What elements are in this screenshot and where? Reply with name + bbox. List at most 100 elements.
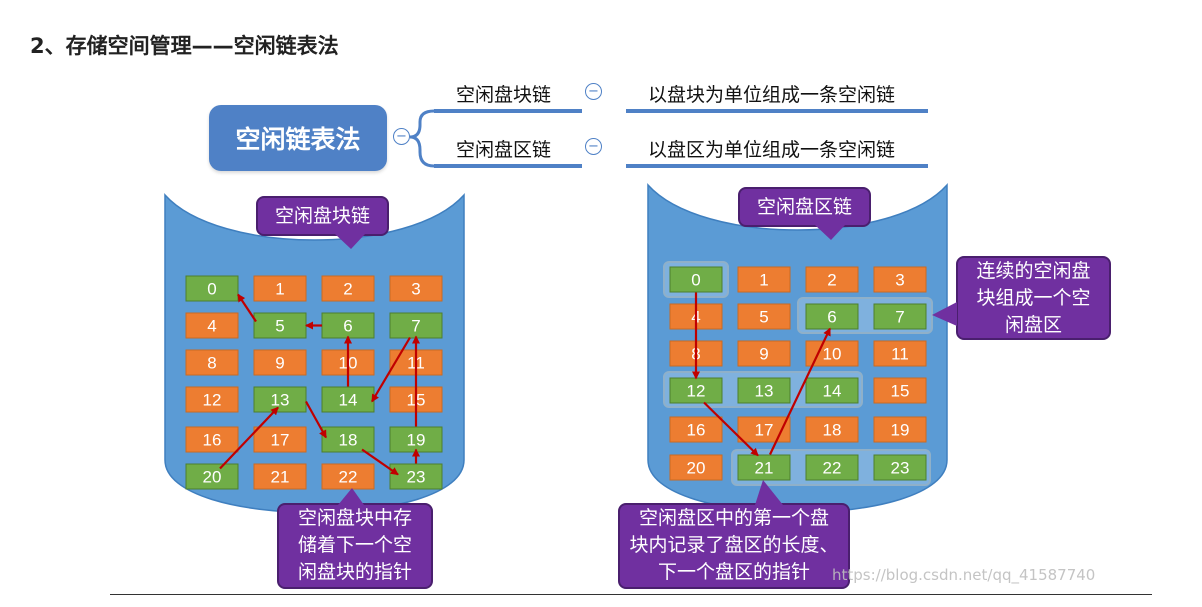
right-block-9 xyxy=(737,340,791,367)
branch-label-area-chain: 空闲盘区链 xyxy=(456,139,552,161)
right-block-14 xyxy=(805,377,859,404)
right-block-1 xyxy=(737,266,791,293)
right-bottom-callout: 空闲盘区中的第一个盘 块内记录了盘区的长度、 下一个盘区的指针 xyxy=(618,503,850,589)
left-block-label-0: 0 xyxy=(207,280,216,299)
collapse-icon[interactable]: − xyxy=(585,83,602,100)
branch-underline xyxy=(434,109,582,113)
mindmap-root-node: 空闲链表法 xyxy=(209,105,387,171)
left-callout: 空闲盘块中存 储着下一个空 闲盘块的指针 xyxy=(277,503,433,589)
chain-arrow xyxy=(371,336,411,403)
collapse-icon[interactable]: − xyxy=(585,138,602,155)
left-block-21 xyxy=(253,463,307,490)
right-block-label-23: 23 xyxy=(891,459,910,478)
left-block-label-20: 20 xyxy=(203,468,222,487)
left-title-tag-tail xyxy=(335,234,365,249)
callout-line: 空闲盘块中存 xyxy=(297,507,412,529)
callout-line: 空闲盘区中的第一个盘 xyxy=(638,507,829,529)
branch-desc-area-chain: 以盘区为单位组成一条空闲链 xyxy=(648,139,896,161)
branch-label-block-chain: 空闲盘块链 xyxy=(456,84,552,106)
right-side-callout-tail xyxy=(932,302,957,326)
right-block-label-2: 2 xyxy=(827,271,836,290)
right-title-tag-tail xyxy=(815,225,845,240)
left-block-6 xyxy=(321,312,375,339)
right-block-label-7: 7 xyxy=(895,308,904,327)
branch-desc-block-chain: 以盘块为单位组成一条空闲链 xyxy=(648,84,896,106)
right-block-label-15: 15 xyxy=(891,382,910,401)
left-block-16 xyxy=(185,426,239,453)
right-block-18 xyxy=(805,416,859,443)
left-block-label-1: 1 xyxy=(275,280,284,299)
left-block-label-12: 12 xyxy=(203,391,222,410)
area-arrow xyxy=(769,327,831,455)
right-block-label-9: 9 xyxy=(759,345,768,364)
right-block-3 xyxy=(873,266,927,293)
left-block-label-5: 5 xyxy=(275,317,284,336)
left-block-label-13: 13 xyxy=(271,391,290,410)
right-block-label-16: 16 xyxy=(687,421,706,440)
left-title-tag: 空闲盘块链 xyxy=(256,196,389,236)
left-block-label-8: 8 xyxy=(207,354,216,373)
left-block-label-6: 6 xyxy=(343,317,352,336)
left-block-label-21: 21 xyxy=(271,468,290,487)
right-block-label-6: 6 xyxy=(827,308,836,327)
branch-underline xyxy=(626,164,928,168)
right-block-label-17: 17 xyxy=(755,421,774,440)
area-arrow xyxy=(703,401,759,457)
chain-arrow xyxy=(237,293,257,323)
callout-line: 闲盘块的指针 xyxy=(297,561,412,583)
right-block-label-11: 11 xyxy=(891,345,909,364)
left-block-label-18: 18 xyxy=(339,431,358,450)
left-disk-cylinder xyxy=(164,193,465,514)
right-block-label-13: 13 xyxy=(755,382,774,401)
left-block-8 xyxy=(185,349,239,376)
left-block-12 xyxy=(185,386,239,413)
right-block-label-5: 5 xyxy=(759,308,768,327)
right-block-label-3: 3 xyxy=(895,271,904,290)
right-block-label-22: 22 xyxy=(823,459,842,478)
left-block-label-19: 19 xyxy=(407,431,426,450)
right-block-13 xyxy=(737,377,791,404)
right-block-label-10: 10 xyxy=(823,345,842,364)
right-block-label-21: 21 xyxy=(755,459,774,478)
callout-line: 块组成一个空 xyxy=(976,287,1091,309)
right-block-0 xyxy=(669,266,723,293)
left-callout-tail xyxy=(338,488,364,505)
right-title-tag: 空闲盘区链 xyxy=(738,187,871,227)
left-block-label-9: 9 xyxy=(275,354,284,373)
bottom-divider xyxy=(110,594,1152,595)
branch-underline xyxy=(626,109,928,113)
left-block-4 xyxy=(185,312,239,339)
right-block-label-19: 19 xyxy=(891,421,910,440)
collapse-icon[interactable]: − xyxy=(393,128,410,145)
right-block-15 xyxy=(873,377,927,404)
right-block-label-18: 18 xyxy=(823,421,842,440)
chain-arrow xyxy=(361,448,399,476)
right-block-20 xyxy=(669,454,723,481)
left-block-3 xyxy=(389,275,443,302)
left-block-2 xyxy=(321,275,375,302)
right-block-label-14: 14 xyxy=(823,382,842,401)
chain-arrow xyxy=(219,406,279,470)
right-side-callout: 连续的空闲盘 块组成一个空 闲盘区 xyxy=(956,256,1111,340)
callout-line: 块内记录了盘区的长度、 xyxy=(629,534,839,556)
chain-arrow xyxy=(305,400,327,439)
left-block-1 xyxy=(253,275,307,302)
branch-underline xyxy=(434,164,582,168)
right-block-2 xyxy=(805,266,859,293)
right-bottom-callout-tail xyxy=(755,480,783,505)
right-block-label-1: 1 xyxy=(759,271,768,290)
left-block-19 xyxy=(389,426,443,453)
left-block-label-14: 14 xyxy=(339,391,358,410)
callout-line: 闲盘区 xyxy=(1004,314,1062,336)
right-block-12 xyxy=(669,377,723,404)
left-block-label-4: 4 xyxy=(207,317,216,336)
page-heading: 2、存储空间管理——空闲链表法 xyxy=(30,34,339,58)
left-block-20 xyxy=(185,463,239,490)
left-block-18 xyxy=(321,426,375,453)
callout-line: 下一个盘区的指针 xyxy=(657,561,810,583)
left-block-17 xyxy=(253,426,307,453)
left-block-0 xyxy=(185,275,239,302)
left-block-label-17: 17 xyxy=(271,431,290,450)
